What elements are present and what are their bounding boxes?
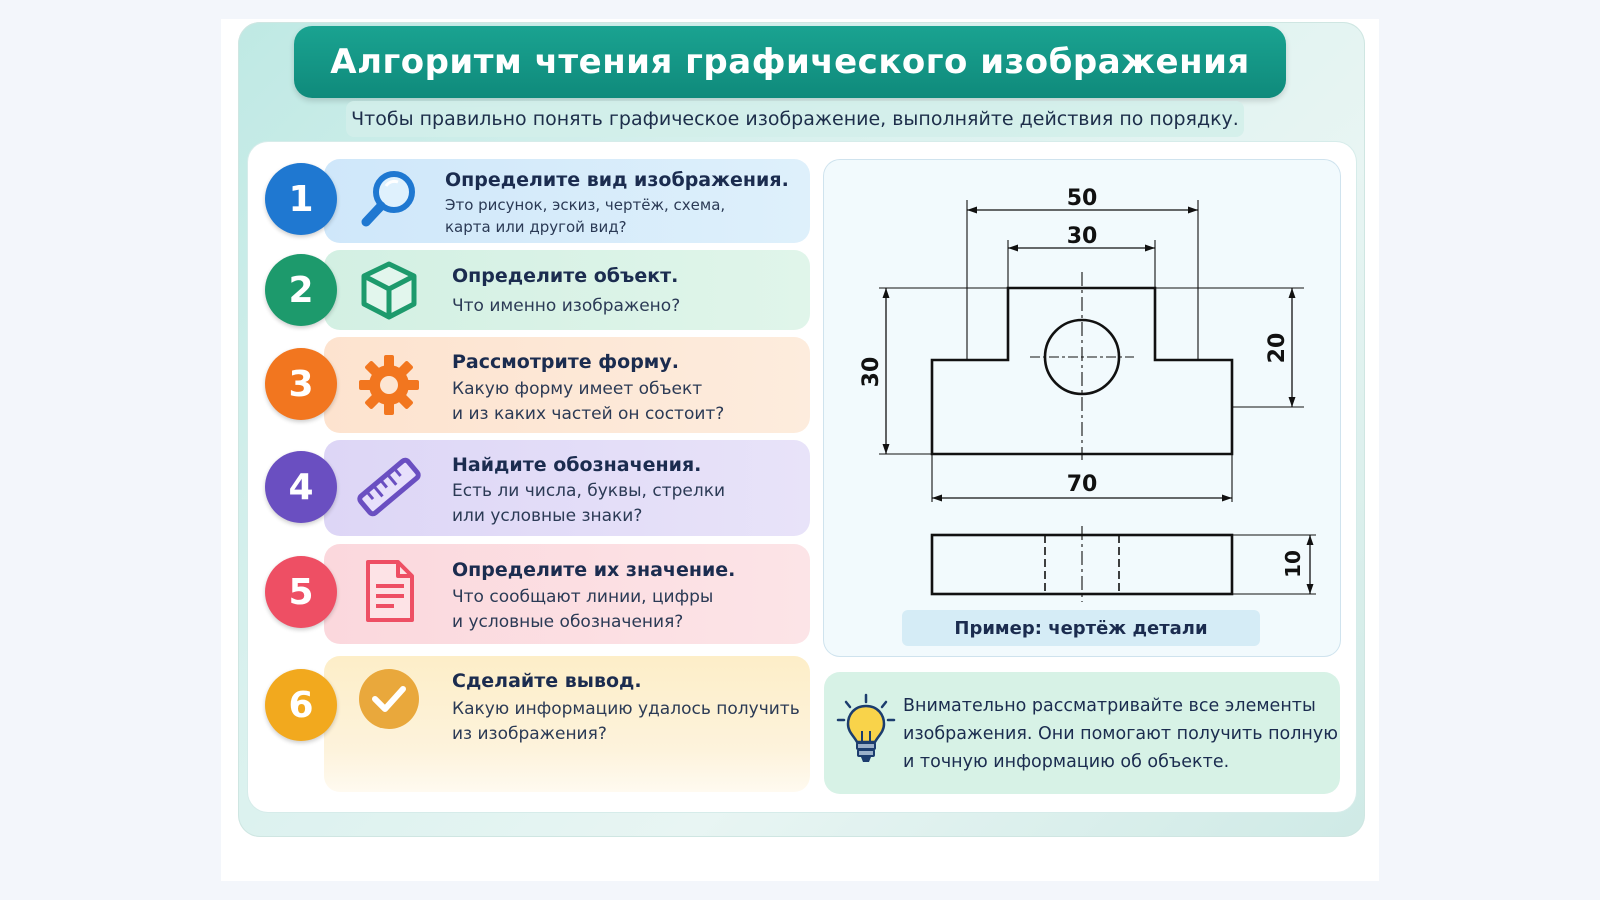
- step-text-1-line-1: Это рисунок, эскиз, чертёж, схема,: [445, 196, 726, 214]
- dim-label-50: 50: [1067, 186, 1098, 211]
- tip-line-1: Внимательно рассматривайте все элементы: [903, 696, 1316, 716]
- document-icon: [366, 560, 414, 622]
- step-text-4: Есть ли числа, буквы, стрелки или условн…: [452, 479, 725, 529]
- cube-icon: [361, 261, 417, 320]
- dim-label-30-top: 30: [1067, 224, 1098, 249]
- step-number-4: 4: [265, 451, 337, 523]
- dim-label-30-left: 30: [859, 357, 884, 388]
- step-text-5-line-1: Что сообщают линии, цифры: [452, 587, 714, 607]
- front-view-outline: [930, 286, 1234, 456]
- step-title-3: Рассмотрите форму.: [452, 351, 679, 373]
- tip-line-3: и точную информацию об объекте.: [903, 752, 1230, 772]
- step-text-6-line-2: из изображения?: [452, 724, 607, 744]
- dim-label-70: 70: [1067, 472, 1098, 497]
- step-number-3: 3: [265, 348, 337, 420]
- step-text-3-line-2: и из каких частей он состоит?: [452, 404, 725, 424]
- tip-box: [824, 672, 1340, 794]
- step-text-6: Какую информацию удалось получить из изо…: [452, 697, 800, 747]
- step-title-6: Сделайте вывод.: [452, 670, 642, 692]
- subtitle: Чтобы правильно понять графическое изобр…: [346, 101, 1244, 137]
- dim-label-20: 20: [1265, 333, 1290, 364]
- gear-icon: [359, 355, 419, 415]
- step-title-1: Определите вид изображения.: [445, 169, 789, 191]
- step-number-5: 5: [265, 556, 337, 628]
- step-text-3: Какую форму имеет объект и из каких част…: [452, 377, 724, 427]
- lightbulb-icon: [836, 693, 896, 762]
- step-text-5: Что сообщают линии, цифры и условные обо…: [452, 585, 713, 635]
- step-text-3-line-1: Какую форму имеет объект: [452, 379, 703, 399]
- tip-line-2: изображения. Они помогают получить полну…: [903, 724, 1338, 744]
- step-number-1: 1: [265, 163, 337, 235]
- dim-label-10: 10: [1281, 550, 1305, 578]
- step-title-4: Найдите обозначения.: [452, 454, 702, 476]
- drawing-caption: Пример: чертёж детали: [902, 610, 1260, 646]
- step-text-4-line-2: или условные знаки?: [452, 506, 643, 526]
- step-number-2: 2: [265, 254, 337, 326]
- tip-text: Внимательно рассматривайте все элементы …: [903, 692, 1338, 776]
- step-text-5-line-2: и условные обозначения?: [452, 612, 684, 632]
- page-title: Алгоритм чтения графического изображения: [330, 42, 1250, 82]
- step-text-1-line-2: карта или другой вид?: [445, 218, 627, 236]
- step-text-6-line-1: Какую информацию удалось получить: [452, 699, 800, 719]
- title-banner: Алгоритм чтения графического изображения: [294, 26, 1286, 98]
- ruler-icon: [357, 457, 421, 517]
- step-title-2: Определите объект.: [452, 265, 679, 287]
- step-text-2-line-1: Что именно изображено?: [452, 296, 681, 316]
- step-text-2: Что именно изображено?: [452, 294, 680, 319]
- checkmark-icon: [359, 669, 419, 729]
- technical-drawing: 50 30 30 20 70 10: [859, 186, 1316, 602]
- step-title-5: Определите их значение.: [452, 559, 736, 581]
- magnifier-icon: [361, 171, 415, 227]
- step-number-6: 6: [265, 669, 337, 741]
- step-text-1: Это рисунок, эскиз, чертёж, схема, карта…: [445, 194, 725, 238]
- step-text-4-line-1: Есть ли числа, буквы, стрелки: [452, 481, 726, 501]
